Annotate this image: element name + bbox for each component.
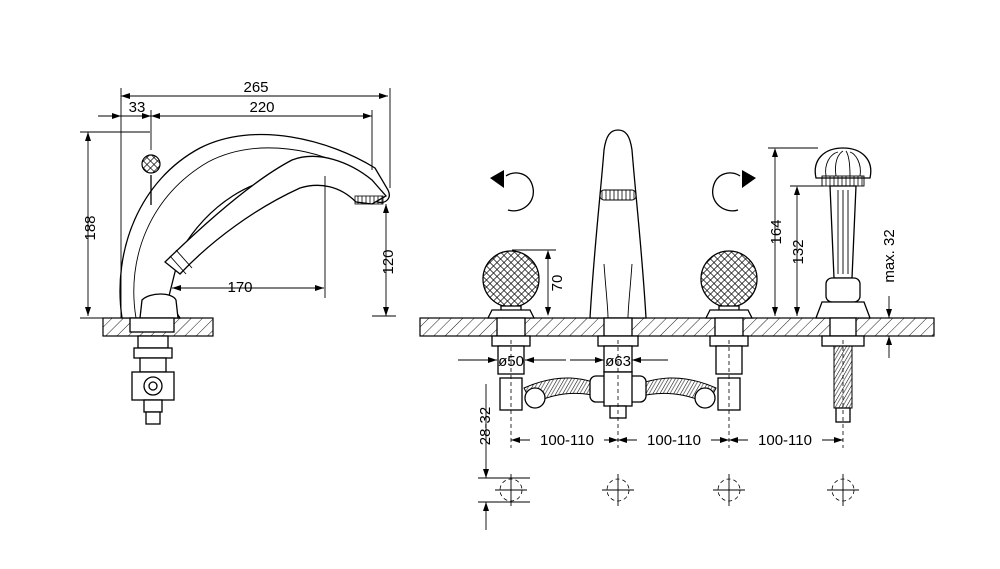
dim-spacing-1: 100-110 xyxy=(540,432,594,449)
dim-handle-diameter: ø50 xyxy=(498,353,524,370)
spout-body-side xyxy=(119,133,390,319)
dim-outlet-height: 120 xyxy=(380,249,397,274)
right-handle[interactable] xyxy=(700,250,758,375)
dim-shower-height: 132 xyxy=(790,239,807,264)
dim-spout-height: 164 xyxy=(768,219,785,244)
dim-height: 188 xyxy=(82,215,99,240)
front-view: 70 ø50 ø63 164 132 max. 32 xyxy=(419,129,935,530)
handshower-front[interactable] xyxy=(814,147,872,423)
dim-spout-diameter: ø63 xyxy=(605,353,631,370)
mounting-holes xyxy=(495,474,859,506)
dim-handshower-reach: 170 xyxy=(227,279,252,296)
dim-spacing-2: 100-110 xyxy=(647,432,701,449)
dim-deck-thickness: max. 32 xyxy=(881,229,898,282)
lever-knob-side xyxy=(141,154,161,174)
side-view: 265 220 33 188 170 120 xyxy=(80,79,397,425)
deck-front xyxy=(419,317,935,337)
dim-overall-length: 265 xyxy=(243,79,268,96)
hose-assembly xyxy=(499,371,741,419)
rotation-left-icon xyxy=(490,170,534,212)
dim-spout-length: 220 xyxy=(249,99,274,116)
spout-front xyxy=(589,129,647,373)
dim-handle-offset: 33 xyxy=(129,99,146,116)
dim-spacing-3: 100-110 xyxy=(758,432,812,449)
handshower-side xyxy=(164,155,388,275)
dim-handle-height: 70 xyxy=(549,275,566,292)
rotation-right-icon xyxy=(712,170,756,212)
dim-hole-offset: 28-32 xyxy=(477,407,494,445)
